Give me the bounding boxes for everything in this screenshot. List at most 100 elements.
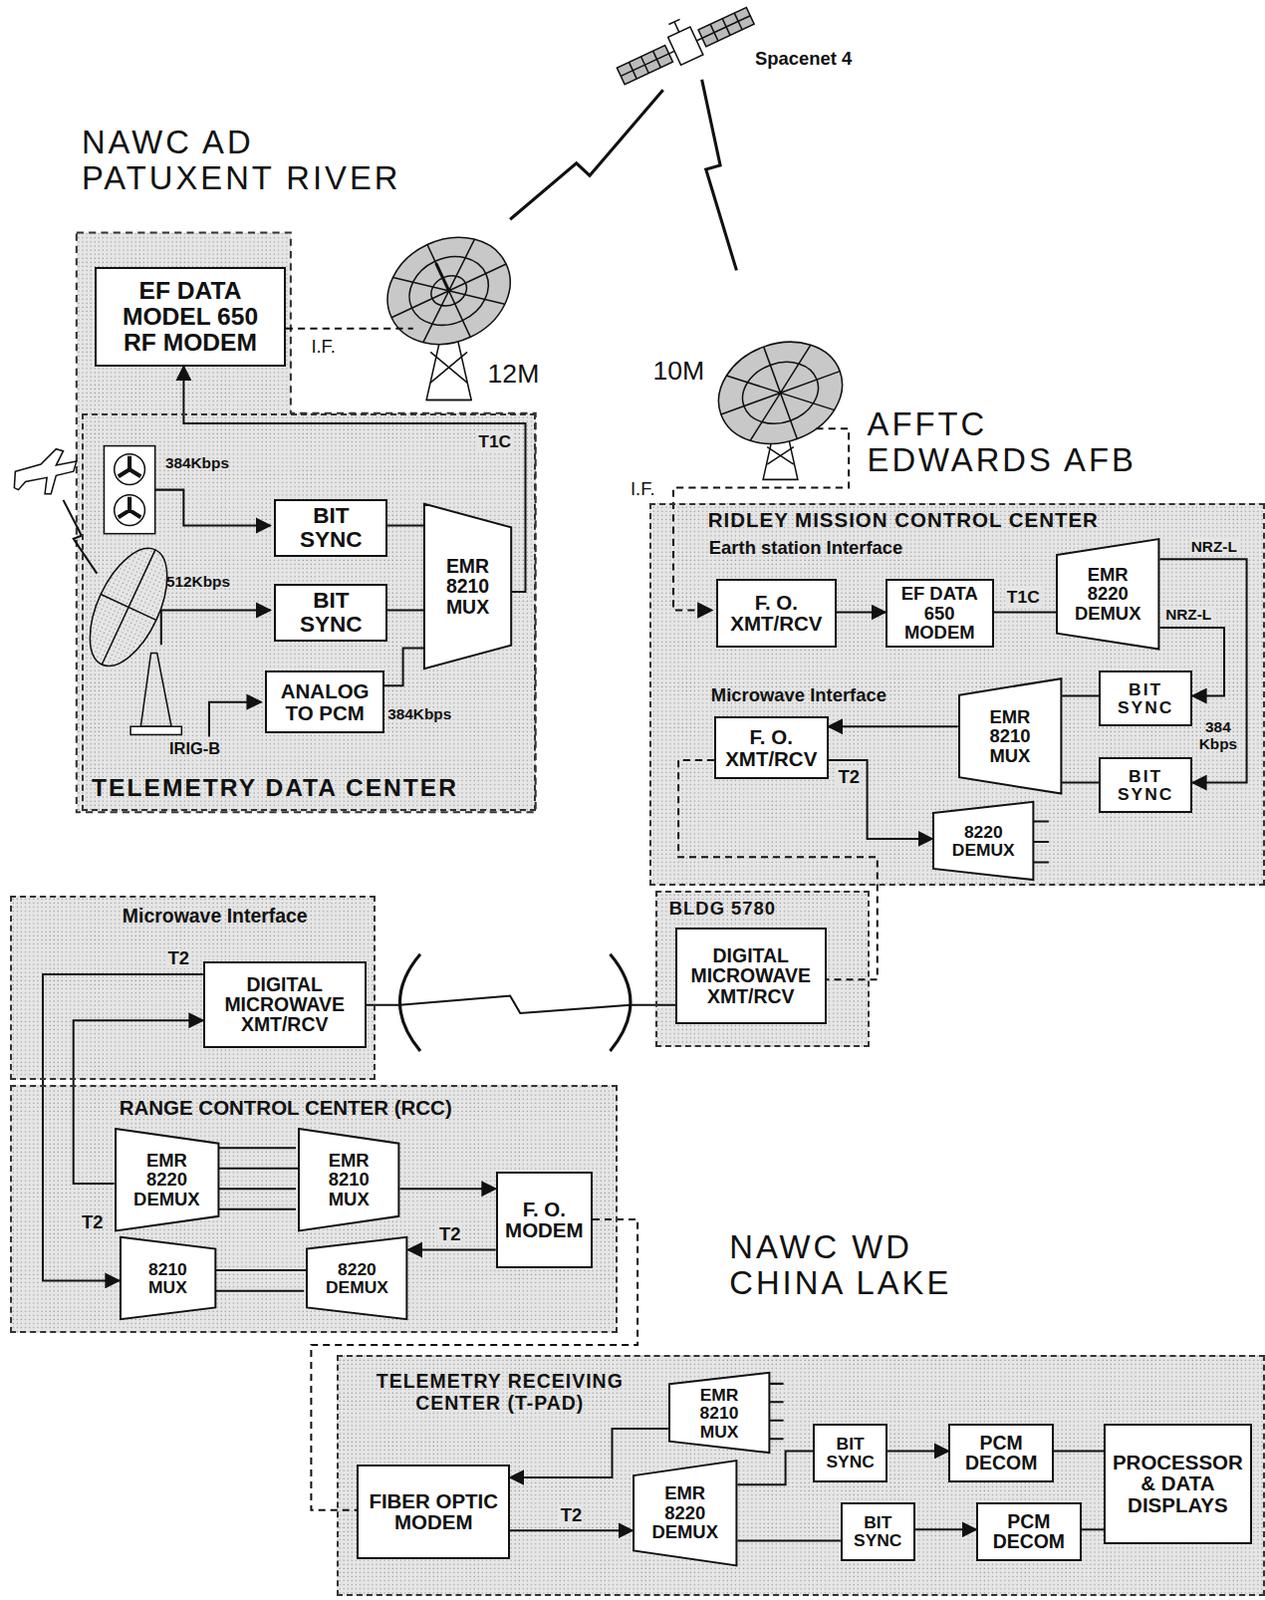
region-fill — [649, 503, 1265, 886]
channel-lines-part — [217, 1147, 296, 1209]
node-text: DIGITAL MICROWAVE XMT/RCV — [683, 945, 819, 1007]
input-wires-part — [209, 702, 261, 738]
demux-shape: 8220 DEMUX — [305, 1236, 408, 1320]
satellite-icon — [609, 0, 758, 90]
dish-12m-part — [398, 244, 501, 338]
center-region: RANGE CONTROL CENTER (RCC) EMR 8220 DEMUX… — [9, 1084, 617, 1333]
decom-box: PCM DECOM — [948, 1423, 1053, 1483]
bit-sync-box: BIT SYNC — [1098, 757, 1193, 813]
edge-label: NRZ-L — [1189, 538, 1240, 556]
data-rate: 512Kbps — [166, 573, 231, 591]
section-label: Microwave Interface — [711, 685, 887, 706]
data-rate: 384Kbps — [387, 706, 452, 724]
region-fill — [9, 895, 376, 1079]
connector — [219, 1167, 298, 1170]
demux-shape-outline — [306, 1237, 407, 1319]
connector — [1053, 1449, 1104, 1452]
mux-shape-outline — [120, 1237, 216, 1319]
input-wires-part — [285, 327, 414, 330]
tape-recorder-part — [103, 446, 155, 534]
demux-shape: EMR 8220 DEMUX — [114, 1127, 220, 1232]
node-text: PCM DECOM — [984, 1511, 1073, 1552]
connector — [828, 725, 959, 728]
node-text: EMR 8220 DEMUX — [128, 1150, 206, 1209]
channel-lines-part — [214, 1289, 304, 1292]
demux-shape-outline — [115, 1128, 219, 1231]
site-region: NAWC AD PATUXENT RIVEREF DATA MODEL 650 … — [76, 233, 536, 813]
edge-label: NRZ-L — [1163, 606, 1214, 624]
microwave-antennas-part — [399, 954, 420, 1051]
mux-shape-outline — [959, 678, 1061, 793]
node-text: BIT SYNC — [818, 1434, 882, 1472]
fiber-box: F. O. MODEM — [496, 1171, 593, 1268]
node-text: F. O. XMT/RCV — [724, 726, 819, 769]
radio-link-part — [63, 500, 98, 574]
connector — [1061, 781, 1099, 784]
center-region: TELEMETRY RECEIVING CENTER (T-PAD)FIBER … — [336, 1354, 1265, 1596]
edge-label: T2 — [835, 766, 862, 787]
connector — [994, 611, 1057, 614]
satellite-icon-part — [668, 26, 704, 65]
mux-shape: EMR 8210 MUX — [423, 502, 512, 671]
region-title: RANGE CONTROL CENTER (RCC) — [119, 1096, 453, 1120]
mux-shape-outline — [424, 504, 511, 670]
converter-box: ANALOG TO PCM — [264, 670, 385, 735]
site-heading: AFFTC EDWARDS AFB — [867, 406, 1179, 479]
display-box: PROCESSOR & DATA DISPLAYS — [1103, 1423, 1253, 1544]
node-text: 8210 MUX — [133, 1260, 203, 1297]
signal-name: I.F. — [630, 479, 656, 500]
region-title: Microwave Interface — [122, 905, 308, 927]
tracking-antenna-part — [130, 726, 182, 735]
demux-shape: 8220 DEMUX — [932, 800, 1034, 881]
connector — [509, 1428, 669, 1478]
connector — [1061, 695, 1099, 698]
connector — [216, 1268, 306, 1271]
section-label: Earth station Interface — [709, 537, 904, 558]
connector — [737, 1539, 841, 1542]
node-text: EMR 8210 MUX — [311, 1150, 386, 1209]
channel-lines — [214, 821, 1049, 1440]
bit-sync-box: BIT SYNC — [812, 1423, 888, 1483]
aircraft-icon — [13, 449, 76, 495]
microwave-box: DIGITAL MICROWAVE XMT/RCV — [675, 927, 827, 1024]
connector — [399, 1187, 496, 1190]
microwave-antennas-part — [609, 954, 630, 1051]
interface-region: Microwave InterfaceDIGITAL MICROWAVE XMT… — [9, 895, 376, 1079]
connector — [42, 974, 204, 1280]
input-wires-part — [161, 609, 271, 645]
signal-name: T2 — [81, 1212, 104, 1233]
tape-recorder-part — [118, 456, 142, 517]
region-fill — [9, 1084, 617, 1333]
dish-12m-part — [369, 218, 527, 365]
demux-shape-outline — [1056, 538, 1159, 649]
dish-12m-part — [369, 218, 527, 365]
dish-size: 10M — [652, 356, 705, 386]
node-text: EMR 8210 MUX — [437, 555, 499, 617]
bit-sync-box: BIT SYNC — [840, 1502, 916, 1561]
satellite-icon-part — [668, 18, 685, 34]
node-text: BIT SYNC — [1114, 680, 1177, 718]
node-text: F. O. MODEM — [504, 1198, 585, 1242]
edge-label: T1C — [476, 432, 513, 452]
tracking-antenna-part — [73, 536, 183, 678]
dish-10m-part — [704, 324, 857, 461]
mux-shape: EMR 8210 MUX — [297, 1127, 400, 1232]
node-text: FIBER OPTIC MODEM — [364, 1490, 503, 1533]
connector — [408, 1249, 497, 1252]
radio-link-part — [509, 89, 664, 220]
mux-shape: EMR 8210 MUX — [958, 677, 1062, 795]
mux-shape-outline — [669, 1372, 769, 1453]
node-text: EF DATA MODEL 650 RF MODEM — [102, 277, 278, 355]
dish-10m-part — [704, 324, 857, 461]
channel-lines-part — [1031, 821, 1048, 863]
center-region: TELEMETRY DATA CENTERBIT SYNCBIT SYNCANA… — [81, 413, 536, 811]
node-text: BIT SYNC — [281, 504, 380, 551]
connector — [1081, 1527, 1105, 1530]
fiber-box: F. O. XMT/RCV — [714, 716, 829, 780]
data-rate: 384 Kbps — [1193, 719, 1243, 754]
demux-shape: EMR 8220 DEMUX — [632, 1459, 738, 1567]
dish-12m-part — [426, 336, 472, 401]
dish-12m-part — [426, 351, 472, 400]
signal-name: IRIG-B — [169, 739, 221, 758]
